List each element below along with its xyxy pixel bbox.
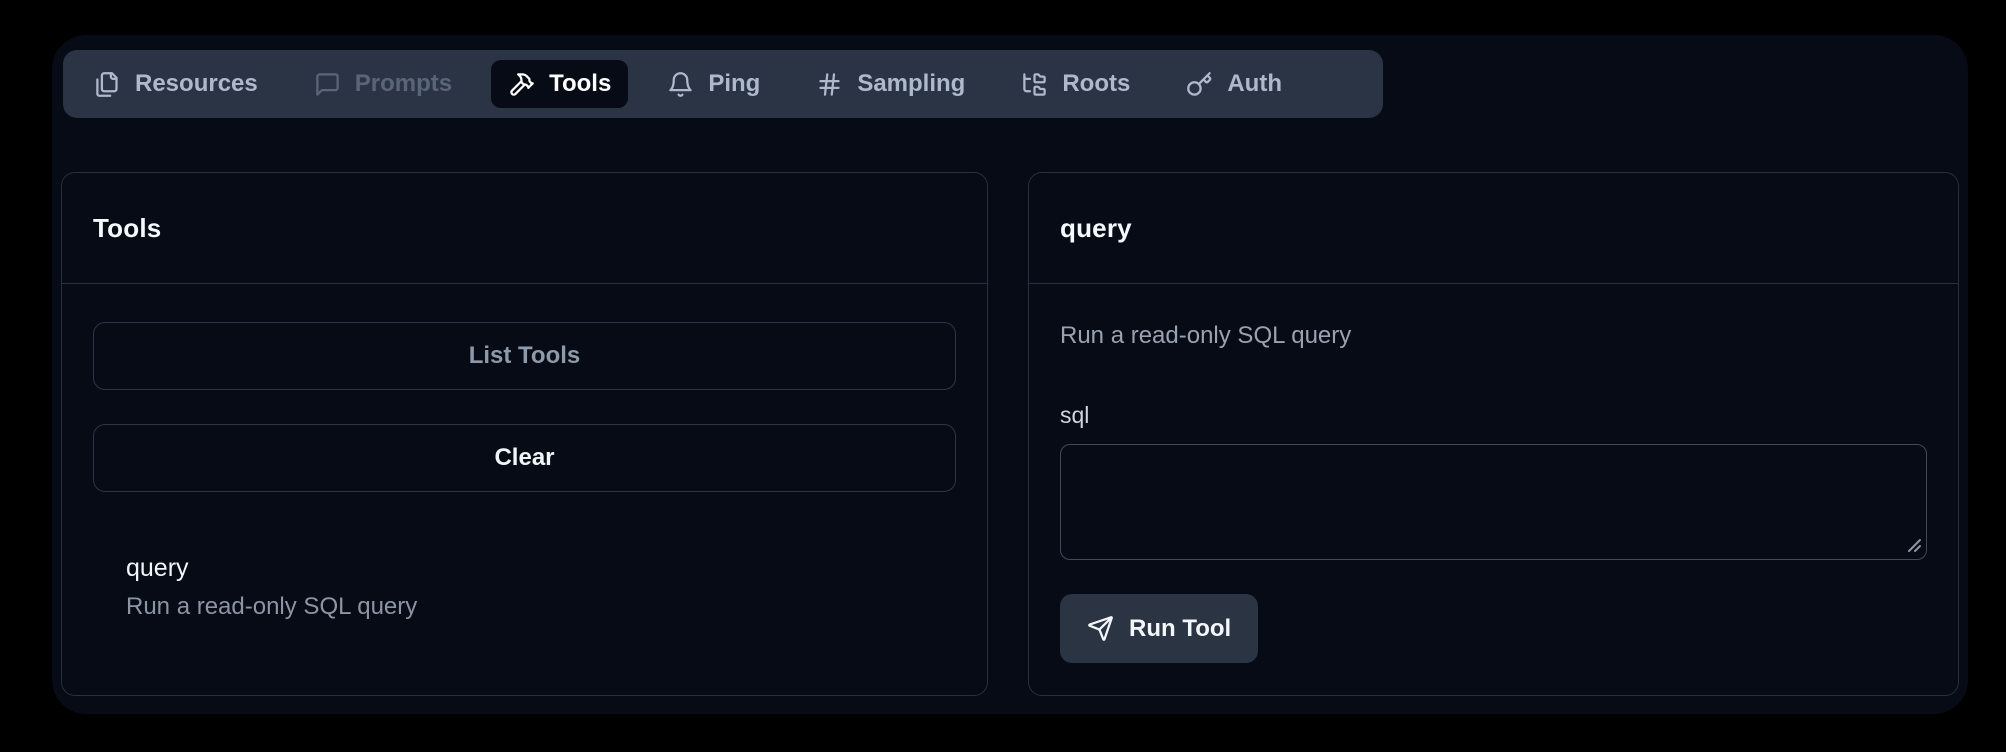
main-tabbar: Resources Prompts Tools Ping (63, 50, 1383, 118)
key-icon (1187, 71, 1212, 96)
run-tool-button[interactable]: Run Tool (1060, 594, 1259, 663)
tab-sampling[interactable]: Sampling (799, 60, 982, 108)
tab-auth[interactable]: Auth (1169, 60, 1299, 108)
sql-field-wrap (1060, 444, 1927, 560)
hammer-icon (510, 72, 534, 96)
send-icon (1088, 616, 1113, 641)
content-area: Tools List Tools Clear query Run a read-… (52, 172, 1968, 696)
resize-handle-icon[interactable] (1907, 538, 1922, 553)
tab-label: Sampling (857, 70, 966, 97)
tool-detail-panel: query Run a read-only SQL query sql (1028, 172, 1959, 696)
tab-tools[interactable]: Tools (491, 60, 629, 108)
tab-label: Ping (708, 70, 761, 97)
tools-panel-title: Tools (93, 212, 162, 243)
tool-detail-title: query (1060, 212, 1132, 243)
tab-label: Auth (1227, 70, 1282, 97)
tool-name: query (126, 554, 189, 582)
sql-input[interactable] (1060, 444, 1927, 560)
tools-panel-body: List Tools Clear query Run a read-only S… (62, 284, 987, 621)
tab-ping[interactable]: Ping (650, 60, 777, 108)
run-tool-label: Run Tool (1129, 614, 1232, 642)
tab-label: Prompts (354, 70, 453, 97)
tool-detail-description: Run a read-only SQL query (1060, 322, 1352, 349)
tool-detail-body: Run a read-only SQL query sql Run Tool (1029, 284, 1958, 663)
folder-tree-icon (1023, 72, 1047, 96)
tool-description: Run a read-only SQL query (126, 593, 418, 620)
tab-prompts[interactable]: Prompts (297, 60, 469, 108)
tab-roots[interactable]: Roots (1004, 60, 1147, 108)
files-icon (96, 71, 118, 97)
list-tools-button[interactable]: List Tools (93, 322, 956, 390)
tool-detail-header: query (1029, 173, 1958, 284)
inspector-window: Resources Prompts Tools Ping (52, 35, 1968, 714)
tools-panel-header: Tools (62, 173, 987, 284)
tab-label: Resources (135, 70, 258, 97)
message-square-icon (315, 72, 339, 96)
tab-resources[interactable]: Resources (77, 60, 275, 108)
sql-field-label: sql (1060, 402, 1090, 428)
tools-list-panel: Tools List Tools Clear query Run a read-… (61, 172, 988, 696)
hash-icon (819, 72, 840, 96)
tab-label: Roots (1062, 70, 1131, 97)
tab-label: Tools (549, 70, 612, 97)
clear-button[interactable]: Clear (93, 424, 956, 492)
bell-icon (669, 71, 693, 97)
tool-list-item-query[interactable]: query Run a read-only SQL query (93, 554, 956, 621)
